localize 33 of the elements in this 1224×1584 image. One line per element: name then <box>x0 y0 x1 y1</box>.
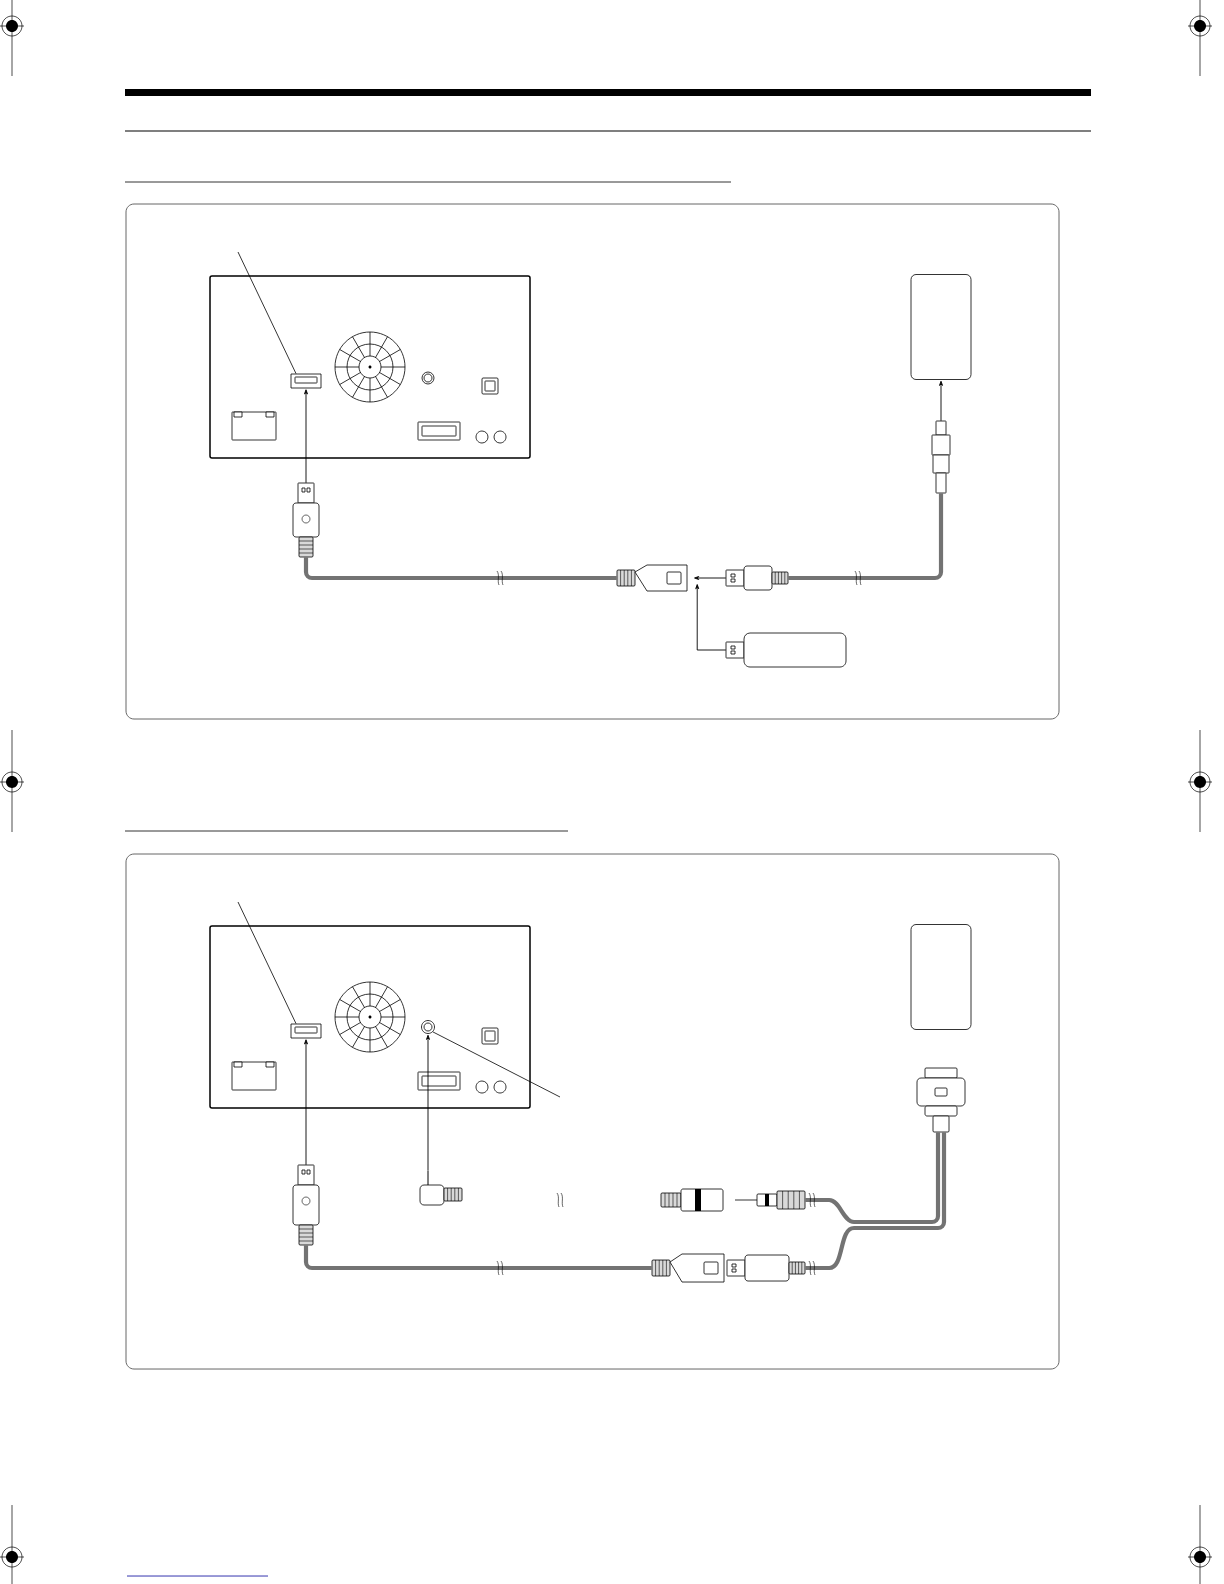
usb-plug <box>725 565 789 591</box>
cable <box>303 1245 652 1271</box>
head-unit-drawing <box>209 925 531 1109</box>
usb-plug <box>726 1254 806 1282</box>
leader-line <box>432 1031 561 1098</box>
arrow <box>939 380 943 422</box>
leader-line <box>237 251 297 374</box>
arrow <box>694 576 727 580</box>
audio-plug <box>418 1170 463 1209</box>
usb-socket <box>651 1253 725 1283</box>
cable <box>805 1132 941 1225</box>
arrow <box>304 1039 308 1166</box>
usb-stick <box>725 632 847 668</box>
dock-connector <box>916 1067 966 1133</box>
cable <box>788 493 944 581</box>
usb-port <box>290 1023 322 1039</box>
audio-plug <box>734 1190 806 1210</box>
device-box <box>910 274 972 380</box>
head-unit-drawing <box>209 275 531 459</box>
device-box <box>910 924 972 1030</box>
leader-line <box>237 901 297 1024</box>
cable <box>303 557 617 581</box>
arrow <box>426 1034 430 1172</box>
arrow <box>695 584 727 651</box>
aux-jack <box>421 1020 435 1034</box>
usb-socket <box>616 564 688 592</box>
device-connector <box>931 420 951 494</box>
usb-port <box>290 373 322 389</box>
usb-plug <box>292 482 320 558</box>
usb-plug <box>292 1164 320 1246</box>
arrow <box>304 389 308 484</box>
audio-socket <box>660 1188 724 1212</box>
cable <box>805 1132 947 1271</box>
